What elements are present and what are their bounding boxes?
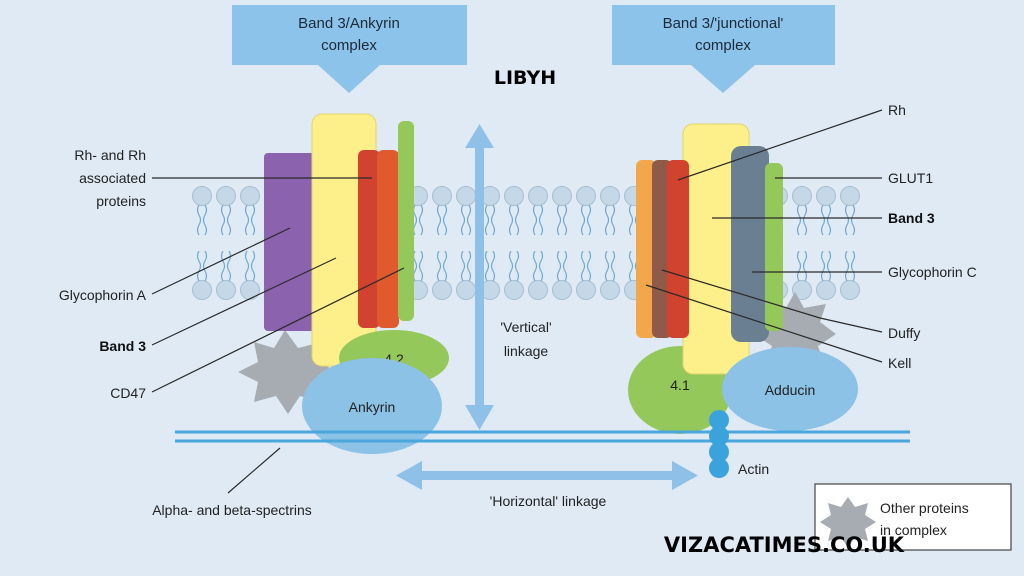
- protein-4-1-label: 4.1: [670, 377, 690, 393]
- leader-band3-left: [151, 257, 337, 346]
- label-rh-associated-2: associated: [79, 170, 146, 186]
- watermark-bottom: VIZACATIMES.CO.UK: [664, 533, 905, 557]
- label-duffy: Duffy: [888, 325, 920, 341]
- lipid-inner: [191, 250, 213, 301]
- leader-kell: [645, 284, 883, 363]
- label-actin: Actin: [738, 461, 769, 477]
- lipid-inner: [551, 250, 573, 301]
- lipid-outer: [191, 185, 213, 236]
- label-glycophorin-c: Glycophorin C: [888, 264, 977, 280]
- label-rh: Rh: [888, 102, 906, 118]
- label-band3-left: Band 3: [99, 338, 146, 354]
- callout-band3-junctional: Band 3/'junctional' complex: [612, 5, 835, 93]
- vertical-linkage-line1: 'Vertical': [500, 319, 551, 335]
- lipid-inner: [791, 250, 813, 301]
- label-band3-right: Band 3: [888, 210, 935, 226]
- lipid-outer: [551, 185, 573, 236]
- watermark-top: LIBYH: [494, 67, 556, 89]
- callout-right-line2: complex: [695, 37, 751, 54]
- kell-orange: [636, 160, 656, 338]
- adducin: [722, 347, 858, 431]
- rh-protein-left: [358, 150, 380, 328]
- label-glut1: GLUT1: [888, 170, 933, 186]
- lipid-outer: [455, 185, 477, 236]
- rh-protein-right: [667, 160, 689, 338]
- glut1-green: [765, 163, 783, 331]
- lipid-inner: [431, 250, 453, 301]
- label-glycophorin-a: Glycophorin A: [59, 287, 147, 303]
- lipid-outer: [815, 185, 837, 236]
- ankyrin: [302, 358, 442, 454]
- callout-left-line2: complex: [321, 37, 377, 54]
- leader-cd47: [151, 267, 405, 393]
- lipid-outer: [503, 185, 525, 236]
- lipid-outer: [527, 185, 549, 236]
- label-rh-associated-1: Rh- and Rh: [74, 147, 146, 163]
- leader-rh: [677, 109, 883, 181]
- lipid-inner: [503, 250, 525, 301]
- leader-spectrins: [227, 447, 281, 494]
- lipid-inner: [239, 250, 261, 301]
- legend-star-icon: [820, 497, 876, 548]
- lipid-outer: [599, 185, 621, 236]
- lipid-outer: [215, 185, 237, 236]
- callout-band3-ankyrin: Band 3/Ankyrin complex: [232, 5, 467, 93]
- lipid-inner: [527, 250, 549, 301]
- horizontal-linkage-arrow: [396, 461, 698, 490]
- lipid-outer: [431, 185, 453, 236]
- lipid-outer: [839, 185, 861, 236]
- label-spectrins: Alpha- and beta-spectrins: [152, 502, 312, 518]
- lipid-inner: [575, 250, 597, 301]
- cd47-green: [398, 121, 414, 321]
- label-cd47: CD47: [110, 385, 146, 401]
- adducin-label: Adducin: [765, 382, 816, 398]
- legend: Other proteins in complex: [814, 483, 1012, 551]
- horizontal-linkage-label: 'Horizontal' linkage: [490, 493, 607, 509]
- glycophorin-a: [264, 153, 320, 331]
- leader-duffy-inner: [661, 269, 821, 319]
- lipid-inner: [815, 250, 837, 301]
- callout-left-line1: Band 3/Ankyrin: [298, 15, 400, 32]
- vertical-linkage-arrow: [465, 124, 494, 430]
- legend-text-2: in complex: [880, 522, 947, 538]
- callout-right-line1: Band 3/'junctional': [663, 15, 784, 32]
- legend-text-1: Other proteins: [880, 500, 969, 516]
- leader-glycophorin-a: [151, 227, 291, 295]
- lipid-outer: [239, 185, 261, 236]
- lipid-inner: [455, 250, 477, 301]
- lipid-inner: [599, 250, 621, 301]
- rh-associated-left: [377, 150, 399, 328]
- label-kell: Kell: [888, 355, 911, 371]
- lipid-outer: [575, 185, 597, 236]
- lipid-outer: [791, 185, 813, 236]
- vertical-linkage-line2: linkage: [504, 343, 549, 359]
- glycophorin-c-grey: [731, 146, 769, 342]
- ankyrin-label: Ankyrin: [349, 399, 396, 415]
- label-rh-associated-3: proteins: [96, 193, 146, 209]
- actin-filament: [709, 410, 729, 478]
- leader-duffy: [819, 317, 883, 333]
- lipid-inner: [839, 250, 861, 301]
